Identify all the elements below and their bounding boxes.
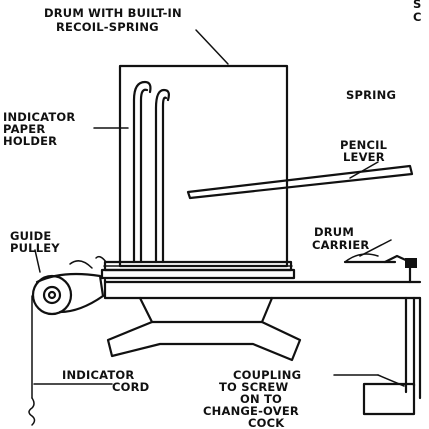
- label-coupling-line5: COCK: [248, 416, 285, 429]
- label-indicator-paper-holder-line2: PAPER: [3, 122, 45, 136]
- label-drum-carrier-line2: CARRIER: [312, 238, 369, 252]
- label-pencil-lever-line2: LEVER: [343, 150, 385, 164]
- paper-holder-clip-left: [132, 80, 152, 264]
- label-pencil-lever-line1: PENCIL: [340, 138, 388, 152]
- label-coupling-line3: ON TO: [240, 392, 282, 406]
- label-guide-pulley-line1: GUIDE: [10, 229, 51, 243]
- label-indicator-paper-holder-line3: HOLDER: [3, 134, 57, 148]
- label-guide-pulley-line2: PULLEY: [10, 241, 60, 255]
- paper-holder-clip-right: [154, 88, 170, 264]
- leader-lines: [33, 29, 405, 387]
- label-corner-line2: C: [413, 10, 422, 24]
- label-corner-line1: S: [413, 0, 421, 11]
- drum: [100, 64, 296, 280]
- drum-carrier: [103, 253, 422, 416]
- label-coupling-line1: COUPLING: [233, 368, 301, 382]
- guide-pulley[interactable]: [31, 255, 107, 316]
- label-drum-carrier-line1: DRUM: [314, 225, 354, 239]
- pencil-lever[interactable]: [186, 164, 414, 200]
- label-spring: SPRING: [346, 88, 396, 102]
- label-coupling-line4: CHANGE-OVER: [203, 404, 299, 418]
- label-indicator-paper-holder-line1: INDICATOR: [3, 110, 75, 124]
- label-drum-line2: RECOIL-SPRING: [56, 20, 159, 34]
- label-coupling-line2: TO SCREW: [219, 380, 288, 394]
- spindle-foot: [106, 296, 302, 362]
- label-indicator-cord-line2: CORD: [112, 380, 149, 394]
- label-indicator-cord-line1: INDICATOR: [62, 368, 134, 382]
- label-drum-line1: DRUM WITH BUILT-IN: [44, 6, 182, 20]
- indicator-cord[interactable]: [28, 295, 36, 426]
